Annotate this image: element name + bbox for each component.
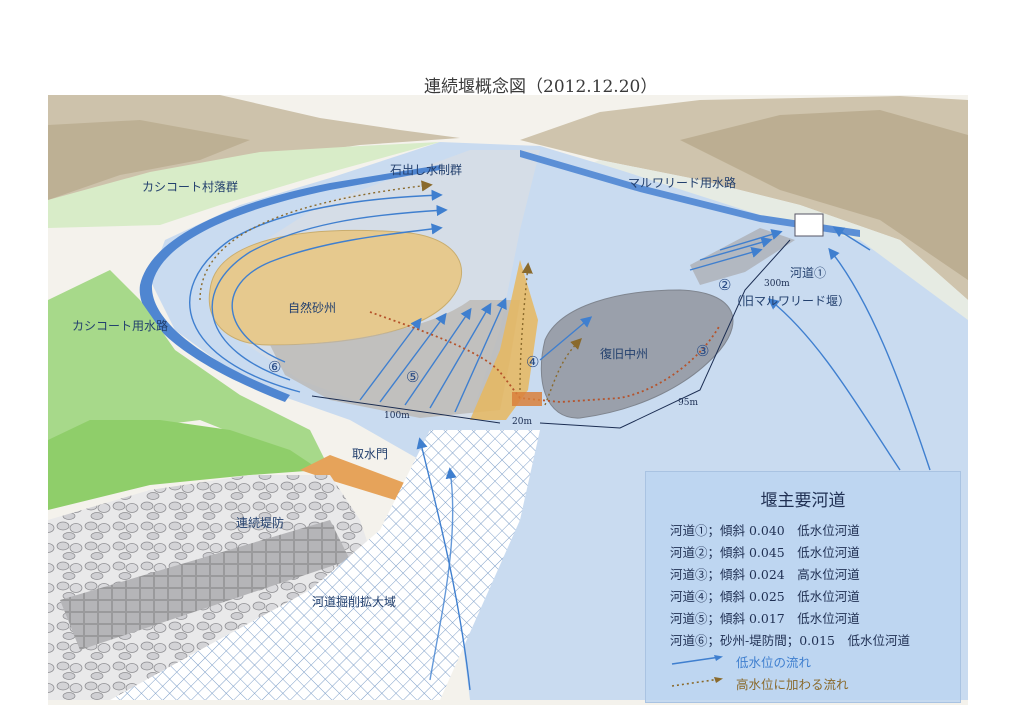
label-marwarid-canal: マルワリード用水路 [628,175,736,190]
diagram-title: 連続堰概念図（2012.12.20） [424,76,657,97]
label-kashikoto-canal: カシコート用水路 [72,318,168,333]
left-vegetation-dense [48,420,320,510]
high-flow-lines [199,180,582,406]
marwarid-canal [520,150,860,237]
label-ishidashi: 石出し水制群 [390,163,462,177]
label-channel-1: 河道① [790,266,826,280]
label-channel-4: ④ [526,353,539,371]
label-village: カシコート村落群 [142,180,238,194]
legend-row-5: 河道⑤；傾斜 0.017 低水位河道 [670,611,860,626]
label-excavation: 河道掘削拡大域 [312,594,396,609]
legend-row-1: 河道①；傾斜 0.040 低水位河道 [670,523,860,538]
label-old-weir: （旧マルワリード堰） [730,294,850,308]
label-restored-sandbar: 復旧中州 [600,346,648,361]
village-fields [48,142,440,228]
weir-section-20m [512,392,542,406]
label-levee: 連続堤防 [236,515,284,530]
legend-row-3: 河道③；傾斜 0.024 高水位河道 [670,567,860,582]
channel-4-strip [470,260,538,420]
excavation-area [110,430,540,700]
dimension-lines [311,239,791,429]
marwarid-gate [794,213,824,237]
low-flow-lines [189,189,931,691]
legend-low-flow: 低水位の流れ [736,655,812,670]
intake-gate [300,455,410,500]
legend-high-flow: 高水位に加わる流れ [736,677,849,692]
kashikoto-canal [139,165,440,402]
dim-100m: 100m [384,411,410,421]
label-channel-5: ⑤ [406,368,419,386]
dim-300m: 300m [764,279,790,289]
legend-row-2: 河道②；傾斜 0.045 低水位河道 [670,545,860,560]
label-natural-sandbar: 自然砂州 [288,300,336,315]
high-flow-key-icon [671,677,723,687]
low-flow-key-icon [671,655,723,665]
label-intake: 取水門 [352,447,388,461]
legend-title: 堰主要河道 [760,491,846,511]
dim-20m: 20m [512,417,532,427]
legend-panel: 堰主要河道 河道①；傾斜 0.040 低水位河道 河道②；傾斜 0.045 低水… [645,471,961,703]
levee-blocks [60,520,350,650]
label-channel-3: ③ [696,342,709,360]
legend-row-4: 河道④；傾斜 0.025 低水位河道 [670,589,860,604]
legend-row-6: 河道⑥；砂州-堤防間；0.015 低水位河道 [670,633,911,648]
label-channel-6: ⑥ [268,358,281,376]
left-mountain-shade [48,120,250,200]
right-mountain-shade [680,110,968,280]
label-channel-2: ② [718,276,731,294]
dim-95m: 95m [678,398,698,408]
